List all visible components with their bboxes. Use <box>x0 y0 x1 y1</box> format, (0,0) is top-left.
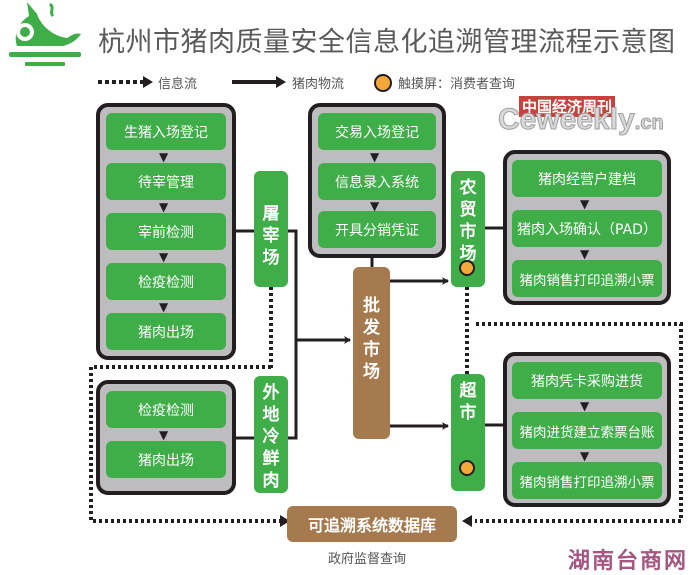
page-title: 杭州市猪肉质量安全信息化追溯管理流程示意图 <box>98 27 676 58</box>
down-arrow-icon: ▼ <box>370 199 380 213</box>
step-wholesale-1: 交易入场登记 <box>318 113 436 150</box>
label-char: 鲜 <box>262 449 280 469</box>
step-supermarket-3: 猪肉销售打印追溯小票 <box>512 462 662 499</box>
down-arrow-icon: ▼ <box>370 150 380 164</box>
site-watermark: 湖南台商网 <box>568 549 689 574</box>
label-char: 市 <box>459 222 477 242</box>
step-nonlocal-2: 猪肉出场 <box>106 441 226 478</box>
down-arrow-icon: ▼ <box>580 449 590 463</box>
label-char: 农 <box>459 178 477 198</box>
step-slaughter-3: 宰前检测 <box>106 213 226 250</box>
label-char: 市 <box>459 403 477 423</box>
touchscreen-icon[interactable] <box>459 260 475 276</box>
step-farmers-1: 猪肉经营户建档 <box>512 160 662 197</box>
wholesale-market-label: 批 发 市 场 <box>353 267 390 439</box>
step-slaughter-2: 待宰管理 <box>106 163 226 200</box>
legend-solid-arrowhead <box>276 76 286 88</box>
slaughterhouse-label: 屠 宰 场 <box>254 171 288 287</box>
down-arrow-icon: ▼ <box>580 399 590 413</box>
down-arrow-icon: ▼ <box>159 250 169 264</box>
touchscreen-legend-icon <box>374 74 392 92</box>
label-char: 市 <box>363 340 380 360</box>
down-arrow-icon: ▼ <box>580 197 590 211</box>
down-arrow-icon: ▼ <box>159 200 169 214</box>
traceability-database: 可追溯系统数据库 <box>287 506 457 542</box>
label-char: 屠 <box>262 204 280 224</box>
legend-touchscreen: 触摸屏：消费者查询 <box>398 77 516 92</box>
step-nonlocal-1: 检疫检测 <box>106 391 226 428</box>
label-char: 场 <box>363 362 380 382</box>
label-char: 冷 <box>262 427 280 447</box>
ceweekly-logo-en: Ceweekly <box>498 103 636 137</box>
label-char: 宰 <box>262 226 280 246</box>
step-farmers-2: 猪肉入场确认（PAD） <box>512 210 662 247</box>
step-slaughter-5: 猪肉出场 <box>106 313 226 350</box>
ceweekly-logo-cn: 中国经济周刊 <box>519 96 616 117</box>
down-arrow-icon: ▼ <box>159 300 169 314</box>
label-char: 场 <box>262 248 280 268</box>
ceweekly-logo-suffix: .cn <box>634 112 664 135</box>
label-char: 贸 <box>459 200 477 220</box>
step-farmers-3: 猪肉销售打印追溯小票 <box>512 260 662 297</box>
ceweekly-logo: Ceweekly.cn <box>498 103 665 137</box>
touchscreen-icon[interactable] <box>459 460 475 476</box>
step-supermarket-1: 猪肉凭卡采购进货 <box>512 362 662 399</box>
label-char: 场 <box>459 244 477 264</box>
label-char: 地 <box>262 405 280 425</box>
label-char: 发 <box>363 318 380 338</box>
step-slaughter-1: 生猪入场登记 <box>106 113 226 150</box>
step-slaughter-4: 检疫检测 <box>106 263 226 300</box>
label-char: 外 <box>262 383 280 403</box>
legend-pork-flow: 猪肉物流 <box>292 77 345 92</box>
down-arrow-icon: ▼ <box>580 247 590 261</box>
down-arrow-icon: ▼ <box>159 150 169 164</box>
pork-logo-icon <box>9 2 81 66</box>
nonlocal-label: 外 地 冷 鲜 肉 <box>254 376 288 493</box>
label-char: 批 <box>363 296 380 316</box>
legend-info-flow: 信息流 <box>158 77 198 92</box>
legend-dotted-arrowhead <box>143 76 153 88</box>
step-wholesale-3: 开具分销凭证 <box>318 211 436 248</box>
step-supermarket-2: 猪肉进货建立索票台账 <box>512 412 662 449</box>
down-arrow-icon: ▼ <box>159 428 169 442</box>
label-char: 超 <box>459 381 477 401</box>
database-caption: 政府监督查询 <box>328 552 407 567</box>
step-wholesale-2: 信息录入系统 <box>318 163 436 200</box>
label-char: 肉 <box>262 471 280 491</box>
